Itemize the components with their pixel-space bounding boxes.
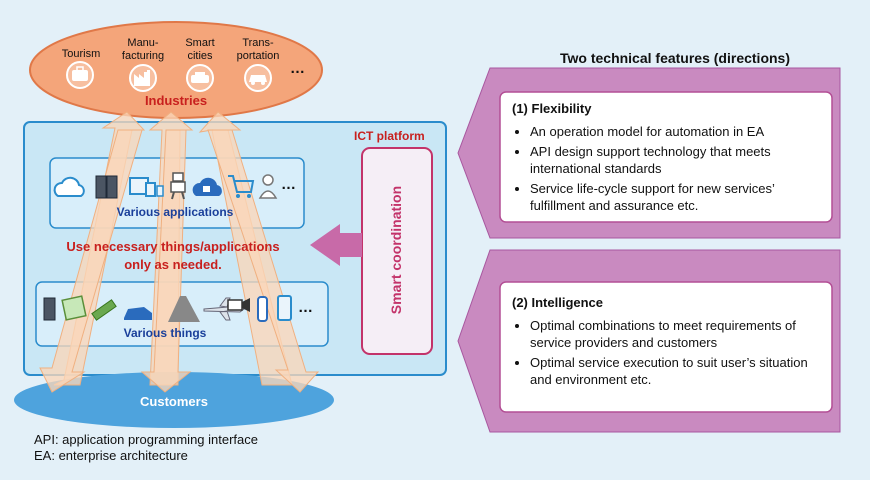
customers-label: Customers: [140, 394, 208, 409]
industry-label-manufacturing: Manu- facturing: [121, 37, 165, 62]
devices-icon: [129, 177, 164, 197]
intelligence-item: Optimal service execution to suit user’s…: [530, 354, 824, 388]
shopping-cart-icon: [228, 175, 255, 198]
flexibility-box: [499, 91, 833, 223]
ict-platform-label: ICT platform: [354, 129, 425, 143]
intelligence-item: Optimal combinations to meet requirement…: [530, 317, 824, 351]
intelligence-content: (2) Intelligence Optimal combinations to…: [512, 294, 824, 391]
coordination-arrow: [310, 224, 362, 266]
industry-label-tourism: Tourism: [61, 48, 101, 60]
flexibility-item: API design support technology that meets…: [530, 143, 824, 177]
intelligence-list: Optimal combinations to meet requirement…: [512, 317, 824, 388]
chip-icon: [61, 295, 87, 321]
road-icon: [168, 296, 200, 322]
vehicle-icon: [124, 307, 152, 320]
industry-icons: [66, 61, 272, 92]
applications-label: Various applications: [116, 205, 234, 219]
flexibility-heading: (1) Flexibility: [512, 101, 592, 116]
smartphone-icon: [277, 295, 292, 321]
industries-title: Industries: [144, 93, 208, 108]
camera-icon: [227, 298, 250, 312]
intelligence-box: [499, 281, 833, 413]
smart-coordination-label: Smart coordination: [388, 185, 404, 315]
things-label: Various things: [123, 326, 207, 340]
cloud-icon: [53, 176, 85, 197]
application-icons: [53, 172, 278, 200]
footnote-ea: EA: enterprise architecture: [34, 448, 188, 463]
features-title: Two technical features (directions): [559, 50, 790, 66]
arrow-down-2: [140, 129, 192, 393]
app-more-ellipsis: …: [281, 176, 296, 193]
intelligence-heading: (2) Intelligence: [512, 295, 604, 310]
thing-icons: [43, 295, 292, 322]
hardware-icon: [43, 297, 56, 321]
industry-more-ellipsis: …: [290, 60, 305, 77]
industry-label-transportation: Trans- portation: [236, 37, 280, 62]
memory-icon: [91, 299, 117, 321]
arrow-down-3: [207, 129, 320, 393]
thing-more-ellipsis: …: [298, 299, 313, 316]
suitcase-icon: [66, 61, 94, 89]
message-line-2: only as needed.: [124, 257, 222, 272]
car-icon: [244, 64, 272, 92]
server-icon: [95, 175, 118, 199]
industry-label-smart-cities: Smart cities: [185, 37, 215, 62]
customers-ellipse: [14, 372, 334, 428]
city-icon: [186, 64, 214, 92]
robot-icon: [170, 172, 186, 200]
flexibility-list: An operation model for automation in EA …: [512, 123, 824, 214]
flexibility-item: An operation model for automation in EA: [530, 123, 824, 140]
person-icon: [258, 174, 278, 199]
factory-icon: [129, 64, 157, 92]
secure-cloud-icon: [192, 177, 222, 196]
sensor-icon: [257, 296, 268, 322]
message-line-1: Use necessary things/applications: [66, 239, 280, 254]
footnote-api: API: application programming interface: [34, 432, 259, 447]
flexibility-item: Service life-cycle support for new servi…: [530, 180, 824, 214]
flexibility-content: (1) Flexibility An operation model for a…: [512, 100, 824, 217]
